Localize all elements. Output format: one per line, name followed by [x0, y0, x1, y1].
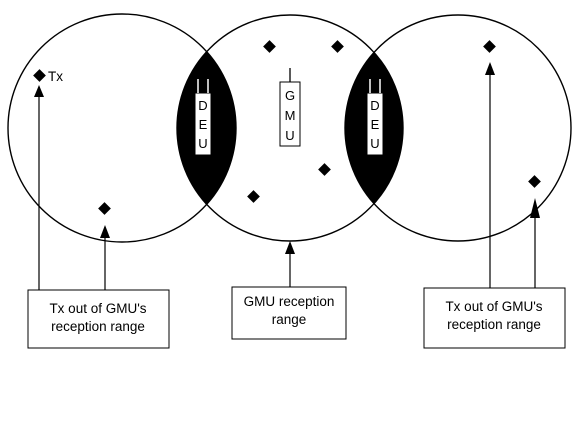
deu-right-letter-3: U: [370, 136, 379, 151]
node-right-lower: [528, 175, 541, 188]
callout-left: Tx out of GMU's reception range: [28, 290, 169, 348]
deu-left-letter-1: D: [198, 98, 207, 113]
node-right-top: [483, 40, 496, 53]
node-center-top-right: [331, 40, 344, 53]
node-left-lower: [98, 202, 111, 215]
gmu-device: G M U: [280, 68, 300, 146]
callout-left-line1: Tx out of GMU's: [49, 301, 146, 316]
tx-label: Tx: [48, 69, 63, 84]
callout-right-line1: Tx out of GMU's: [445, 299, 542, 314]
tx-node-labeled: [33, 69, 46, 82]
gmu-letter-3: U: [285, 128, 294, 143]
callout-center-line2: range: [272, 312, 307, 327]
callout-right: Tx out of GMU's reception range: [424, 288, 565, 348]
deu-left-letter-2: E: [199, 117, 208, 132]
callout-right-line2: reception range: [447, 317, 541, 332]
node-center-top-left: [263, 40, 276, 53]
callout-left-line2: reception range: [51, 319, 145, 334]
gmu-letter-1: G: [285, 88, 295, 103]
callout-center: GMU reception range: [232, 287, 346, 339]
deu-right-letter-2: E: [371, 117, 380, 132]
deu-right-letter-1: D: [370, 98, 379, 113]
gmu-letter-2: M: [285, 108, 296, 123]
node-center-bottom-left: [247, 190, 260, 203]
node-center-mid-right: [318, 163, 331, 176]
callout-center-line1: GMU reception: [244, 294, 335, 309]
deu-left-letter-3: U: [198, 136, 207, 151]
